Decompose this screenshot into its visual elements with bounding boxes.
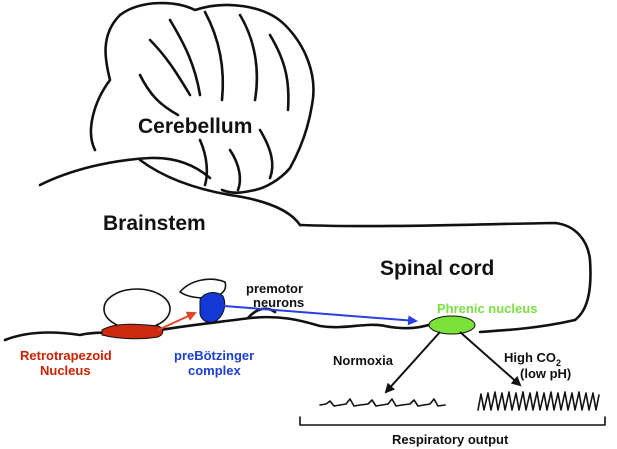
phrenic-nucleus-shape <box>428 315 476 335</box>
cerebellum-label: Cerebellum <box>138 115 252 138</box>
brainstem-nucleus-outline <box>103 288 171 330</box>
brainstem-outline <box>38 156 302 227</box>
phrenic-to-high-co2-arrow <box>459 331 522 387</box>
phrenic-to-normoxia-arrow <box>384 331 441 394</box>
normoxia-label: Normoxia <box>333 353 394 368</box>
high-co2-label: High CO2 <box>504 350 561 368</box>
respiratory-output-label: Respiratory output <box>392 432 509 447</box>
normoxia-trace <box>319 398 446 407</box>
retrotrapezoid-label-line1: Retrotrapezoid <box>20 348 112 363</box>
premotor-neurons-label-line2: neurons <box>253 295 304 310</box>
spinal-cord-label: Spinal cord <box>380 257 494 280</box>
high-co2-subscript: 2 <box>556 358 561 368</box>
low-ph-label: (low pH) <box>520 366 571 381</box>
retrotrapezoid-label-line2: Nucleus <box>40 363 91 378</box>
respiratory-output-bracket <box>299 416 606 426</box>
cerebellum-outline <box>89 1 315 195</box>
high-co2-trace <box>477 391 600 411</box>
rtn-to-prebotc-arrow <box>157 311 197 331</box>
retrotrapezoid-nucleus-shape <box>101 323 164 340</box>
brainstem-nucleus-outline-2 <box>179 278 227 299</box>
phrenic-nucleus-label: Phrenic nucleus <box>437 301 537 316</box>
premotor-neurons-label-line1: premotor <box>246 281 303 296</box>
brainstem-label: Brainstem <box>103 212 206 235</box>
premotor-to-phrenic-arrow <box>223 305 418 326</box>
prebotzinger-complex-shape <box>199 292 226 323</box>
prebotzinger-label-line1: preBötzinger <box>174 348 254 363</box>
prebotzinger-label-line2: complex <box>188 363 242 378</box>
high-co2-prefix: High CO <box>504 350 556 365</box>
